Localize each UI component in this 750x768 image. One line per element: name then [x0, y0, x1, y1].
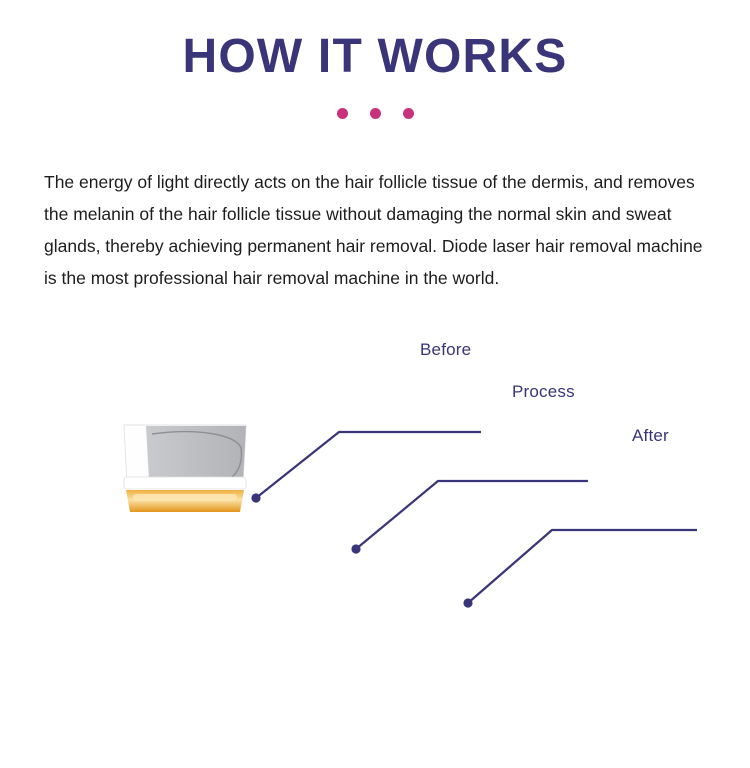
leader-line-after: [467, 528, 697, 604]
anchor-dot-process: [351, 544, 361, 554]
skin-block-before: [123, 424, 247, 512]
page-title: HOW IT WORKS: [182, 30, 568, 83]
anchor-dot-after: [463, 598, 473, 608]
intro-paragraph: The energy of light directly acts on the…: [44, 171, 703, 288]
divider-dot-2: [369, 108, 381, 119]
callout-label-before: Before: [420, 340, 472, 359]
decorative-dot-divider: [0, 108, 750, 119]
divider-dot-1: [336, 108, 348, 119]
callout-anchor-dots: [251, 493, 473, 608]
divider-dot-3: [402, 108, 414, 119]
leader-line-process: [355, 479, 588, 550]
leader-line-before: [255, 430, 481, 499]
how-it-works-diagram: [0, 322, 750, 742]
skin-cross-section-illustration: [123, 424, 697, 608]
laser-handpiece: [123, 424, 247, 512]
callout-label-process: Process: [512, 382, 575, 401]
callout-leader-lines: [255, 430, 697, 604]
callout-label-after: After: [632, 426, 669, 445]
anchor-dot-before: [251, 493, 261, 503]
